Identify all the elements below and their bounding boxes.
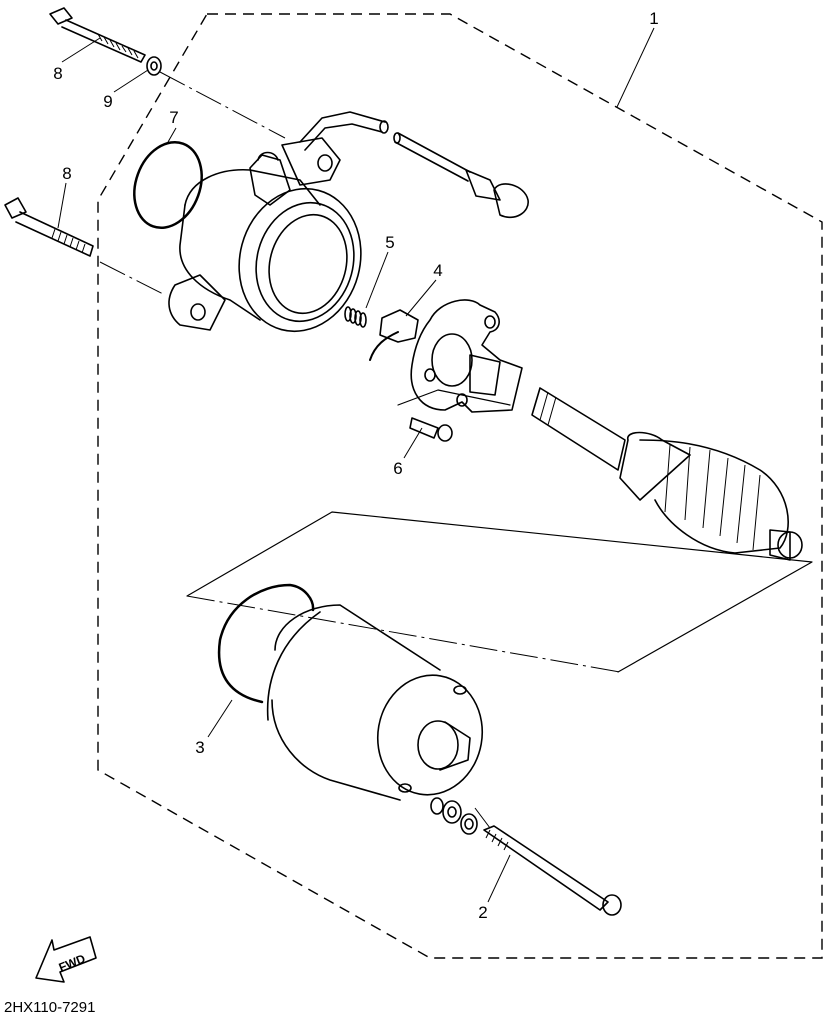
- leader-4: [405, 279, 437, 317]
- bolt-lower: [4, 197, 94, 257]
- callout-3: 3: [195, 738, 204, 757]
- bolt-upper: [49, 7, 146, 63]
- terminal-lead: [393, 132, 529, 219]
- leader-1: [616, 27, 655, 108]
- brush-plate-plane: [397, 389, 511, 406]
- o-ring-3: [217, 583, 315, 704]
- front-housing: [168, 111, 389, 333]
- screw-6: [409, 417, 453, 442]
- yoke: [266, 604, 484, 801]
- leader-9: [113, 69, 149, 93]
- leader-6: [403, 427, 423, 459]
- callout-7: 7: [169, 108, 178, 127]
- leader-5: [365, 251, 389, 309]
- o-ring-7: [133, 140, 203, 230]
- centerline-upper-bolt: [159, 71, 286, 139]
- callout-5: 5: [385, 233, 394, 252]
- diagram-code: 2HX110-7291: [4, 999, 95, 1015]
- callout-2: 2: [478, 903, 487, 922]
- centerline-washers: [474, 807, 491, 829]
- centerline-lower: [186, 595, 621, 673]
- spring-5: [344, 306, 367, 328]
- callout-4: 4: [433, 261, 442, 280]
- fwd-label: FWD: [57, 951, 88, 974]
- leader-2: [487, 854, 511, 903]
- callout-9: 9: [103, 92, 112, 111]
- armature: [531, 387, 803, 561]
- leader-7: [167, 127, 177, 143]
- callout-8-lower: 8: [62, 164, 71, 183]
- armature-cut-plane: [186, 511, 813, 673]
- callout-8-upper: 8: [53, 64, 62, 83]
- callout-6: 6: [393, 459, 402, 478]
- leader-8-upper: [61, 37, 101, 63]
- leader-8-lower: [57, 182, 67, 229]
- brush-4: [369, 309, 419, 361]
- washer-9: [146, 56, 162, 76]
- leader-3: [207, 699, 233, 738]
- brush-holder: [410, 299, 523, 413]
- centerline-lower-bolt: [99, 261, 166, 296]
- callout-1: 1: [649, 9, 658, 28]
- washers-2: [430, 797, 478, 835]
- assembly-boundary: [97, 13, 823, 959]
- fwd-arrow-icon: FWD: [35, 936, 97, 983]
- bolt-2: [483, 825, 622, 916]
